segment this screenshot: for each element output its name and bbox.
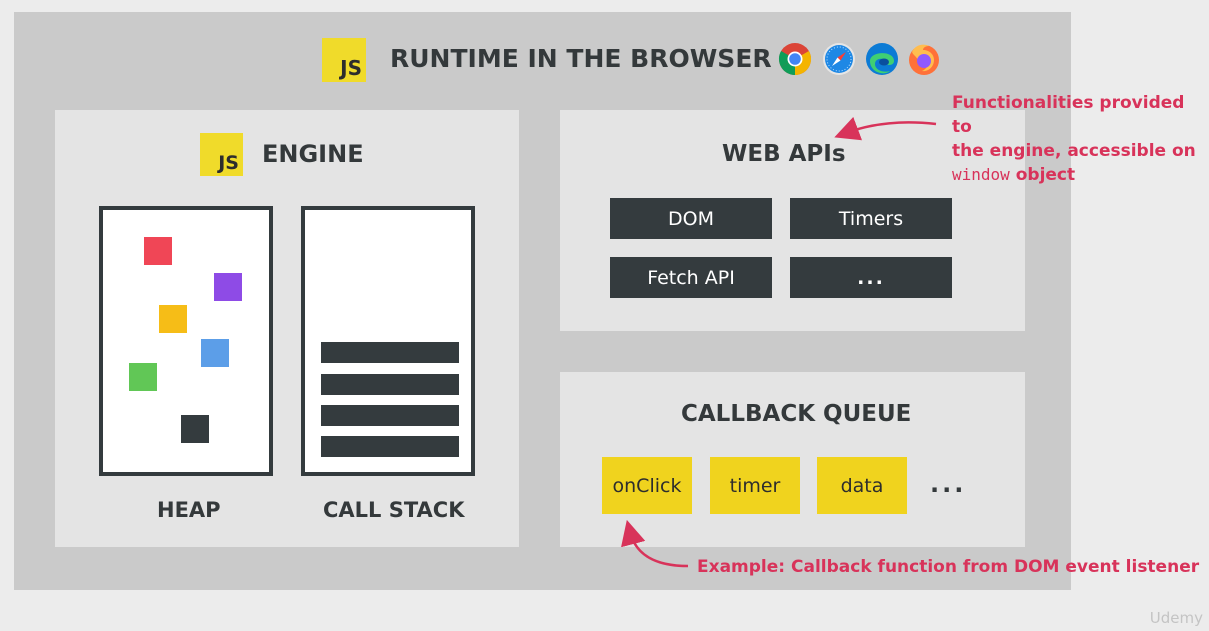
heap-object — [214, 273, 242, 301]
safari-icon — [823, 43, 855, 75]
queue-item-data: data — [817, 457, 907, 514]
callback-annotation: Example: Callback function from DOM even… — [697, 557, 1200, 577]
web-apis-arrow — [834, 116, 937, 141]
heap-object — [181, 415, 209, 443]
call-stack-frame — [321, 436, 459, 457]
call-stack-frame — [321, 374, 459, 395]
heap-label: HEAP — [157, 498, 221, 522]
web-api-dom: DOM — [610, 198, 772, 239]
heap-object — [129, 363, 157, 391]
call-stack-box — [301, 206, 475, 476]
callback-queue-title: CALLBACK QUEUE — [681, 401, 912, 427]
web-api-timers: Timers — [790, 198, 952, 239]
web-api-more: ... — [790, 257, 952, 298]
call-stack-frame — [321, 405, 459, 426]
engine-js-logo: JS — [200, 133, 243, 176]
heap-object — [144, 237, 172, 265]
web-apis-annotation: Functionalities provided to the engine, … — [952, 93, 1196, 185]
web-apis-title: WEB APIs — [722, 141, 846, 167]
callback-arrow — [621, 519, 689, 568]
queue-more: ... — [930, 470, 967, 498]
engine-title: ENGINE — [262, 140, 364, 168]
runtime-title: RUNTIME IN THE BROWSER — [390, 44, 772, 73]
heap-box — [99, 206, 273, 476]
firefox-icon — [909, 44, 939, 75]
queue-item-timer: timer — [710, 457, 800, 514]
chrome-icon — [778, 43, 812, 76]
heap-object — [201, 339, 229, 367]
call-stack-label: CALL STACK — [323, 498, 465, 522]
heap-object — [159, 305, 187, 333]
edge-icon — [866, 43, 898, 75]
js-logo: JS — [322, 38, 366, 82]
watermark: Udemy — [1149, 609, 1203, 627]
web-api-fetch: Fetch API — [610, 257, 772, 298]
queue-item-onclick: onClick — [602, 457, 692, 514]
call-stack-frame — [321, 342, 459, 363]
